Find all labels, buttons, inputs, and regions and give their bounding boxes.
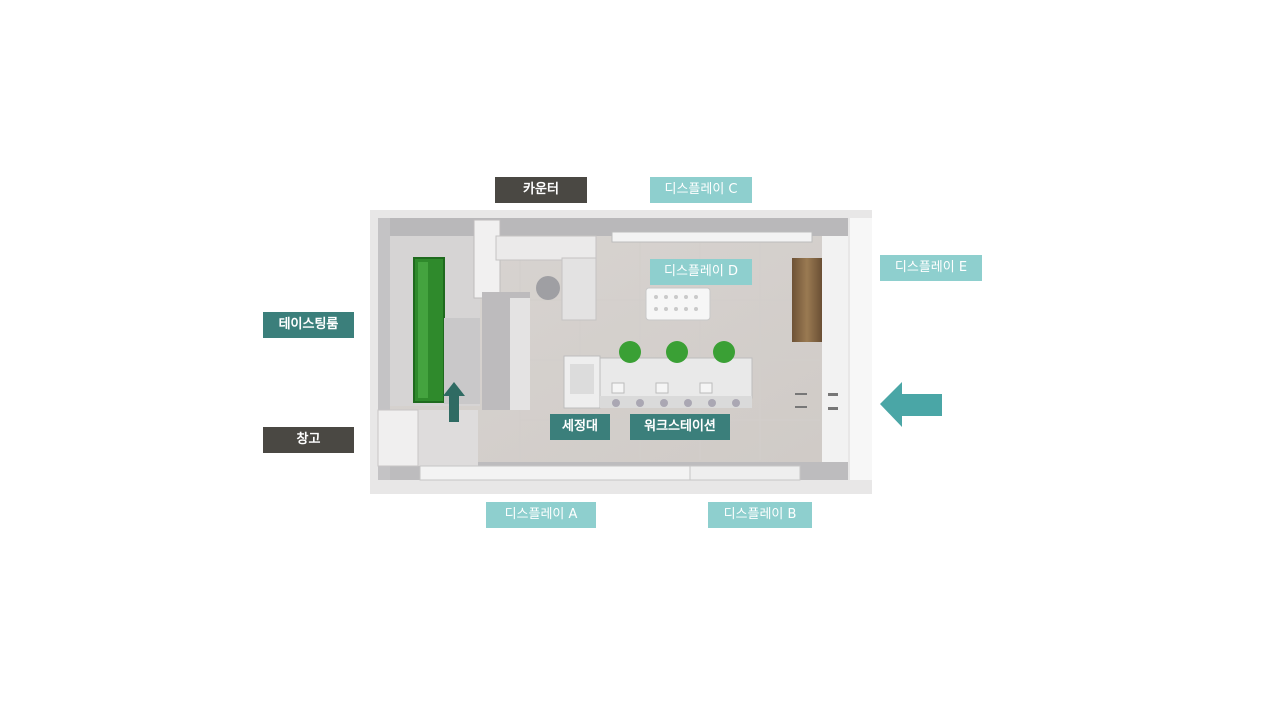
counter-leg bbox=[561, 257, 597, 321]
workstation-monitors bbox=[611, 382, 713, 394]
display-c-shelf bbox=[611, 231, 813, 243]
display-c-label: 디스플레이 C bbox=[650, 177, 752, 203]
display-d-items bbox=[654, 295, 698, 311]
workstation-edge bbox=[600, 396, 752, 408]
entrance-arrow-icon bbox=[880, 382, 942, 427]
display-d-table bbox=[645, 287, 711, 321]
display-b-shelf bbox=[689, 465, 801, 481]
workstation-stools bbox=[619, 341, 735, 363]
storage-label: 창고 bbox=[263, 427, 354, 453]
sink-label: 세정대 bbox=[550, 414, 610, 440]
counter-horizontal bbox=[495, 235, 597, 261]
display-a-shelf bbox=[419, 465, 691, 481]
entrance-threshold bbox=[850, 218, 872, 480]
counter-label: 카운터 bbox=[495, 177, 587, 203]
sink-basin bbox=[570, 364, 594, 394]
display-e-label: 디스플레이 E bbox=[880, 255, 982, 281]
display-b-label: 디스플레이 B bbox=[708, 502, 812, 528]
tasting-room-sofa-back bbox=[418, 262, 428, 398]
up-arrow-icon bbox=[443, 382, 465, 422]
counter-panel bbox=[510, 298, 530, 410]
entrance-fixtures bbox=[795, 393, 838, 410]
workstation-label: 워크스테이션 bbox=[630, 414, 730, 440]
storage-door bbox=[377, 409, 419, 467]
display-e-wood bbox=[792, 258, 822, 342]
entrance-glass bbox=[822, 236, 848, 462]
workstation-chairs bbox=[612, 399, 740, 407]
display-d-label: 디스플레이 D bbox=[650, 259, 752, 285]
tasting-room-label: 테이스팅룸 bbox=[263, 312, 354, 338]
counter-stool bbox=[536, 276, 560, 300]
display-a-label: 디스플레이 A bbox=[486, 502, 596, 528]
